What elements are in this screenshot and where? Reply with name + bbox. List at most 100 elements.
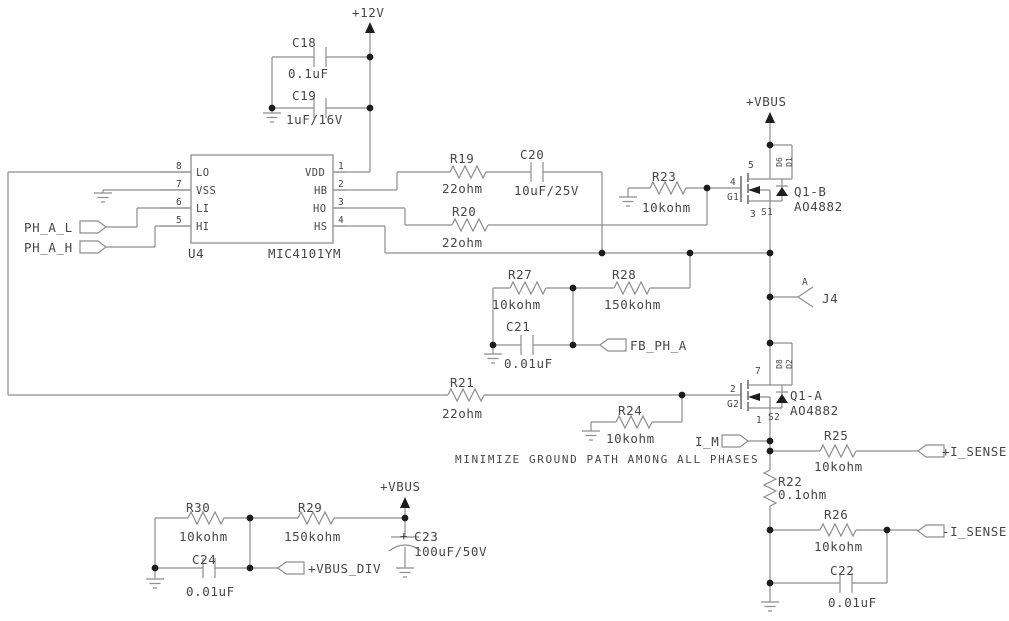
r25-ref: R25 — [824, 428, 848, 443]
junction-dots — [151, 53, 891, 587]
port-minus-i-sense-icon — [917, 524, 945, 538]
c23-value: 100uF/50V — [414, 544, 487, 559]
vbus-bottom-arrow-icon — [400, 497, 410, 508]
ground-icon — [146, 578, 164, 589]
c18-ref: C18 — [292, 35, 316, 50]
u4-pin7: 7 — [176, 179, 182, 190]
r26-ref: R26 — [824, 507, 848, 522]
u4-pin-hi: HI — [196, 221, 209, 233]
resistor-r29 — [297, 510, 335, 526]
ic-u4-body — [160, 154, 345, 244]
port-fb-ph-a-icon — [599, 338, 627, 352]
capacitor-c22 — [839, 573, 853, 593]
port-ph-a-h-icon — [79, 240, 107, 254]
vbus-bottom-label: +VBUS — [380, 479, 421, 494]
capacitor-bodies — [202, 47, 853, 593]
u4-pin-vdd: VDD — [305, 167, 325, 179]
u4-pin-ho: HO — [313, 203, 326, 215]
c23-polarity: + — [400, 528, 408, 543]
r28-ref: R28 — [612, 267, 636, 282]
u4-ref: U4 — [188, 246, 204, 261]
p12v-arrow-icon — [365, 22, 375, 33]
c24-value: 0.01uF — [186, 584, 235, 599]
port-i-m-label: I_M — [695, 434, 719, 449]
q1b-ref: Q1-B — [794, 184, 827, 199]
c22-value: 0.01uF — [828, 595, 877, 610]
capacitor-c24 — [202, 558, 216, 578]
capacitor-c19 — [313, 98, 327, 118]
r23-ref: R23 — [652, 169, 676, 184]
c24-ref: C24 — [192, 552, 216, 567]
capacitor-c20 — [530, 162, 544, 182]
r29-ref: R29 — [298, 500, 322, 515]
r24-ref: R24 — [618, 403, 642, 418]
power-arrows — [365, 22, 775, 508]
port-minus-i-sense-label: -I_SENSE — [942, 524, 1007, 539]
ground-icon — [484, 353, 502, 364]
ground-path-note: MINIMIZE GROUND PATH AMONG ALL PHASES — [455, 453, 759, 466]
ground-icon — [94, 192, 112, 203]
resistor-bodies — [187, 164, 857, 538]
q1b-pin-source: 3 — [750, 209, 756, 220]
r24-value: 10kohm — [606, 431, 655, 446]
u4-pin-hb: HB — [314, 185, 327, 197]
vbus-top-label: +VBUS — [746, 94, 787, 109]
resistor-r24 — [615, 414, 653, 430]
r27-value: 10kohm — [492, 297, 541, 312]
r27-ref: R27 — [508, 267, 532, 282]
c21-value: 0.01uF — [504, 356, 553, 371]
port-plus-i-sense-icon — [917, 444, 945, 458]
port-ph-a-l-label: PH_A_L — [24, 220, 73, 235]
wire-net — [7, 33, 918, 602]
q1a-part: AO4882 — [790, 403, 839, 418]
j4-pin-a: A — [802, 277, 808, 288]
port-ph-a-l-icon — [79, 220, 107, 234]
q1a-pin-source: 1 — [756, 415, 762, 426]
resistor-r28 — [613, 280, 651, 296]
r29-value: 150kohm — [284, 529, 341, 544]
ground-icon — [582, 430, 600, 441]
u4-pin1: 1 — [338, 161, 344, 172]
q1b-body-diode-icon — [776, 187, 788, 196]
q1a-drain-tag1: D8 — [775, 359, 784, 369]
u4-pin-hs: HS — [314, 221, 327, 233]
r21-ref: R21 — [450, 375, 474, 390]
port-i-m-icon — [721, 434, 749, 448]
q1b-part: AO4882 — [794, 199, 843, 214]
port-vbus-div-icon — [277, 561, 305, 575]
port-fb-ph-a-label: FB_PH_A — [630, 338, 687, 353]
c22-ref: C22 — [830, 563, 854, 578]
u4-pin5: 5 — [176, 215, 182, 226]
resistor-r20 — [451, 217, 489, 233]
q1a-gate-name: G2 — [727, 399, 739, 410]
resistor-r21 — [447, 387, 485, 403]
u4-pin6: 6 — [176, 197, 182, 208]
port-ph-a-h-label: PH_A_H — [24, 240, 73, 255]
resistor-r19 — [449, 164, 487, 180]
r28-value: 150kohm — [604, 297, 661, 312]
vbus-top-arrow-icon — [765, 112, 775, 123]
q1a-drain-tag2: D2 — [785, 359, 794, 369]
u4-pin-li: LI — [196, 203, 209, 215]
r25-value: 10kohm — [814, 459, 863, 474]
resistor-r26 — [819, 522, 857, 538]
q1b-source-name: S1 — [761, 207, 773, 218]
q1b-drain-tag1: D6 — [775, 157, 784, 167]
q1a-ref: Q1-A — [790, 388, 823, 403]
port-flags — [79, 220, 945, 575]
r21-value: 22ohm — [442, 406, 483, 421]
port-vbus-div-label: +VBUS_DIV — [308, 561, 381, 576]
r23-value: 10kohm — [642, 200, 691, 215]
r19-ref: R19 — [450, 151, 474, 166]
c19-value: 1uF/16V — [286, 112, 343, 127]
mosfet-q1a — [740, 380, 792, 411]
u4-pin8: 8 — [176, 161, 182, 172]
c21-ref: C21 — [506, 319, 530, 334]
c23-ref: C23 — [414, 529, 438, 544]
c20-ref: C20 — [520, 147, 544, 162]
r19-value: 22ohm — [442, 181, 483, 196]
q1b-pin-drain: 5 — [748, 160, 754, 171]
r22-value: 0.1ohm — [778, 487, 827, 502]
